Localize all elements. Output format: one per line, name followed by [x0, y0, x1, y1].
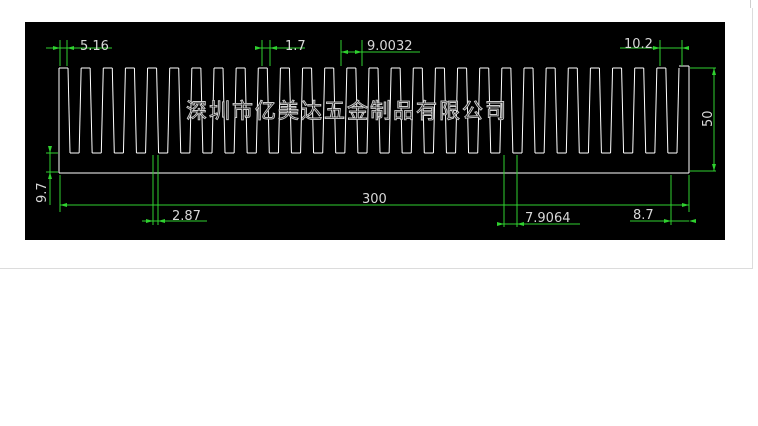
fin-side — [377, 67, 381, 154]
dimension-arrowhead — [682, 203, 689, 207]
fin-side — [521, 67, 525, 154]
cad-drawing-panel — [25, 22, 725, 240]
fin-side — [189, 67, 193, 154]
fin-side — [532, 67, 536, 154]
fin-side — [78, 67, 82, 154]
heatsink-outline — [58, 65, 690, 174]
dim-total-width-label: 300 — [362, 192, 387, 207]
fin-side — [388, 67, 392, 154]
fin-side — [344, 67, 348, 154]
fin-side — [277, 67, 281, 154]
fin-side — [499, 67, 503, 154]
dim-fin-gap-label: 1.7 — [285, 39, 306, 54]
dimension-arrowhead — [53, 46, 60, 50]
fin-side — [488, 67, 492, 154]
dimension-arrowhead — [158, 219, 165, 223]
dimension-arrowhead — [355, 50, 362, 54]
dimension-arrowhead — [712, 164, 716, 171]
dim-fin-height-label: 50 — [701, 110, 716, 127]
fin-side — [576, 67, 580, 154]
dimension-arrowhead — [67, 46, 74, 50]
fin-side — [211, 67, 215, 154]
fin-side — [399, 67, 403, 154]
fin-side — [311, 67, 315, 154]
fin-side — [100, 67, 104, 154]
page-edge-line — [0, 268, 753, 269]
fin-side — [355, 67, 359, 154]
fin-side — [543, 67, 547, 154]
company-watermark: 深圳市亿美达五金制品有限公司 — [186, 99, 508, 123]
dimension-arrowhead — [255, 46, 262, 50]
fin-side — [432, 67, 436, 154]
fin-side — [554, 67, 558, 154]
dim-fin-pitch-label: 5.16 — [80, 39, 109, 54]
fin-side — [632, 67, 636, 154]
fin-side — [466, 67, 470, 154]
fin-side — [333, 67, 337, 154]
dim-root-spacing-label: 7.9064 — [525, 211, 571, 226]
page-edge-line — [752, 8, 753, 268]
dimension-arrowhead — [270, 46, 277, 50]
fin-side — [587, 67, 591, 154]
dimension-arrowhead — [146, 219, 153, 223]
fin-side — [200, 67, 204, 154]
dimension-arrowhead — [664, 219, 671, 223]
dimension-arrowhead — [682, 46, 689, 50]
fin-side — [156, 67, 160, 154]
dimension-arrowhead — [60, 203, 67, 207]
fin-side — [621, 67, 625, 154]
fin-side — [178, 67, 182, 154]
dimension-lines — [46, 40, 716, 227]
fin-side — [133, 67, 137, 154]
dim-fin-spacing-label: 9.0032 — [367, 39, 413, 54]
fin-side — [322, 67, 326, 154]
fin-side — [421, 67, 425, 154]
fin-side — [565, 67, 569, 154]
dimension-arrowhead — [517, 222, 524, 226]
fin-side — [122, 67, 126, 154]
fin-side — [598, 67, 602, 154]
fin-side — [222, 67, 226, 154]
fin-side — [676, 67, 680, 154]
fin-side — [643, 67, 647, 154]
dimension-arrowhead — [653, 46, 660, 50]
fin-side — [510, 67, 514, 154]
fin-side — [443, 67, 447, 154]
fin-side — [300, 67, 304, 154]
dimension-arrowhead — [689, 219, 696, 223]
fin-side — [288, 67, 292, 154]
fin-side — [654, 67, 658, 154]
fin-side — [455, 67, 459, 154]
dimension-arrowhead — [48, 146, 52, 153]
fin-side — [610, 67, 614, 154]
fin-side — [233, 67, 237, 154]
fin-side — [665, 67, 669, 154]
dimension-arrowhead — [712, 68, 716, 75]
fin-side — [89, 67, 93, 154]
fin-side — [477, 67, 481, 154]
fin-side — [410, 67, 414, 154]
fin-side — [167, 67, 171, 154]
dim-base-thickness-label: 9.7 — [35, 182, 50, 203]
dimension-arrowhead — [341, 50, 348, 54]
page-edge-line — [750, 0, 751, 8]
dim-end-width-label: 10.2 — [624, 37, 653, 52]
dim-fin-root-label: 2.87 — [172, 209, 201, 224]
dimension-arrowhead — [497, 222, 504, 226]
fin-side — [244, 67, 248, 154]
fin-side — [145, 67, 149, 154]
fin-side — [266, 67, 270, 154]
fin-side — [111, 67, 115, 154]
dim-end-offset-label: 8.7 — [633, 208, 654, 223]
dimension-arrowhead — [48, 172, 52, 179]
fin-side — [67, 67, 71, 154]
fin-side — [255, 67, 259, 154]
fin-side — [366, 67, 370, 154]
